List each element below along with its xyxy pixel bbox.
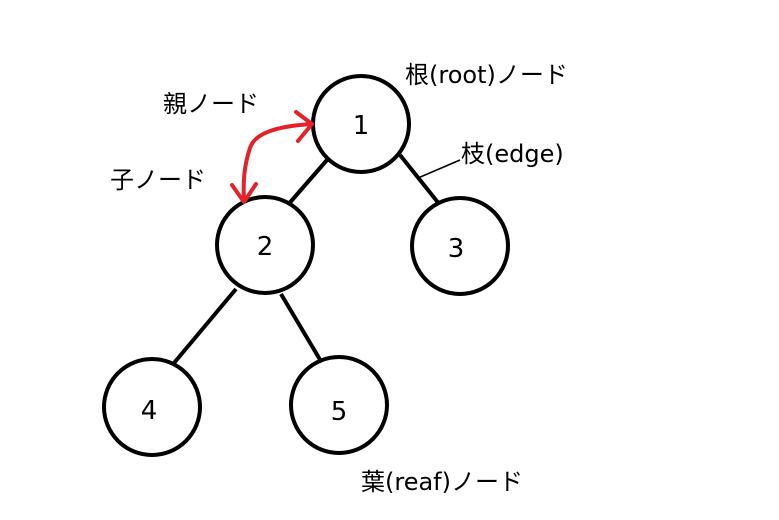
node-3: 3 bbox=[410, 196, 510, 296]
node-2-label: 2 bbox=[257, 232, 274, 262]
node-1: 1 bbox=[311, 74, 411, 174]
child-node-label: 子ノード bbox=[110, 166, 206, 194]
node-4: 4 bbox=[102, 357, 202, 457]
arrow-curve bbox=[241, 122, 314, 202]
node-2: 2 bbox=[215, 195, 315, 295]
arrowhead-top bbox=[294, 110, 314, 143]
edge-1-2 bbox=[284, 158, 329, 209]
node-5-label: 5 bbox=[331, 397, 348, 427]
edge-label: 枝(edge) bbox=[461, 140, 564, 168]
edge-1-3 bbox=[398, 153, 442, 207]
edge-annotation-leader bbox=[417, 159, 461, 179]
node-5: 5 bbox=[289, 355, 389, 455]
node-1-label: 1 bbox=[353, 111, 370, 141]
parent-child-arrow bbox=[230, 110, 314, 204]
root-node-label: 根(root)ノード bbox=[405, 61, 568, 89]
parent-node-label: 親ノード bbox=[163, 90, 259, 118]
edge-2-5 bbox=[279, 292, 324, 365]
edge-2-4 bbox=[172, 287, 238, 365]
arrowhead-bottom bbox=[230, 182, 258, 204]
node-3-label: 3 bbox=[448, 234, 465, 264]
node-4-label: 4 bbox=[141, 396, 158, 426]
leaf-node-label: 葉(reaf)ノード bbox=[361, 468, 523, 496]
